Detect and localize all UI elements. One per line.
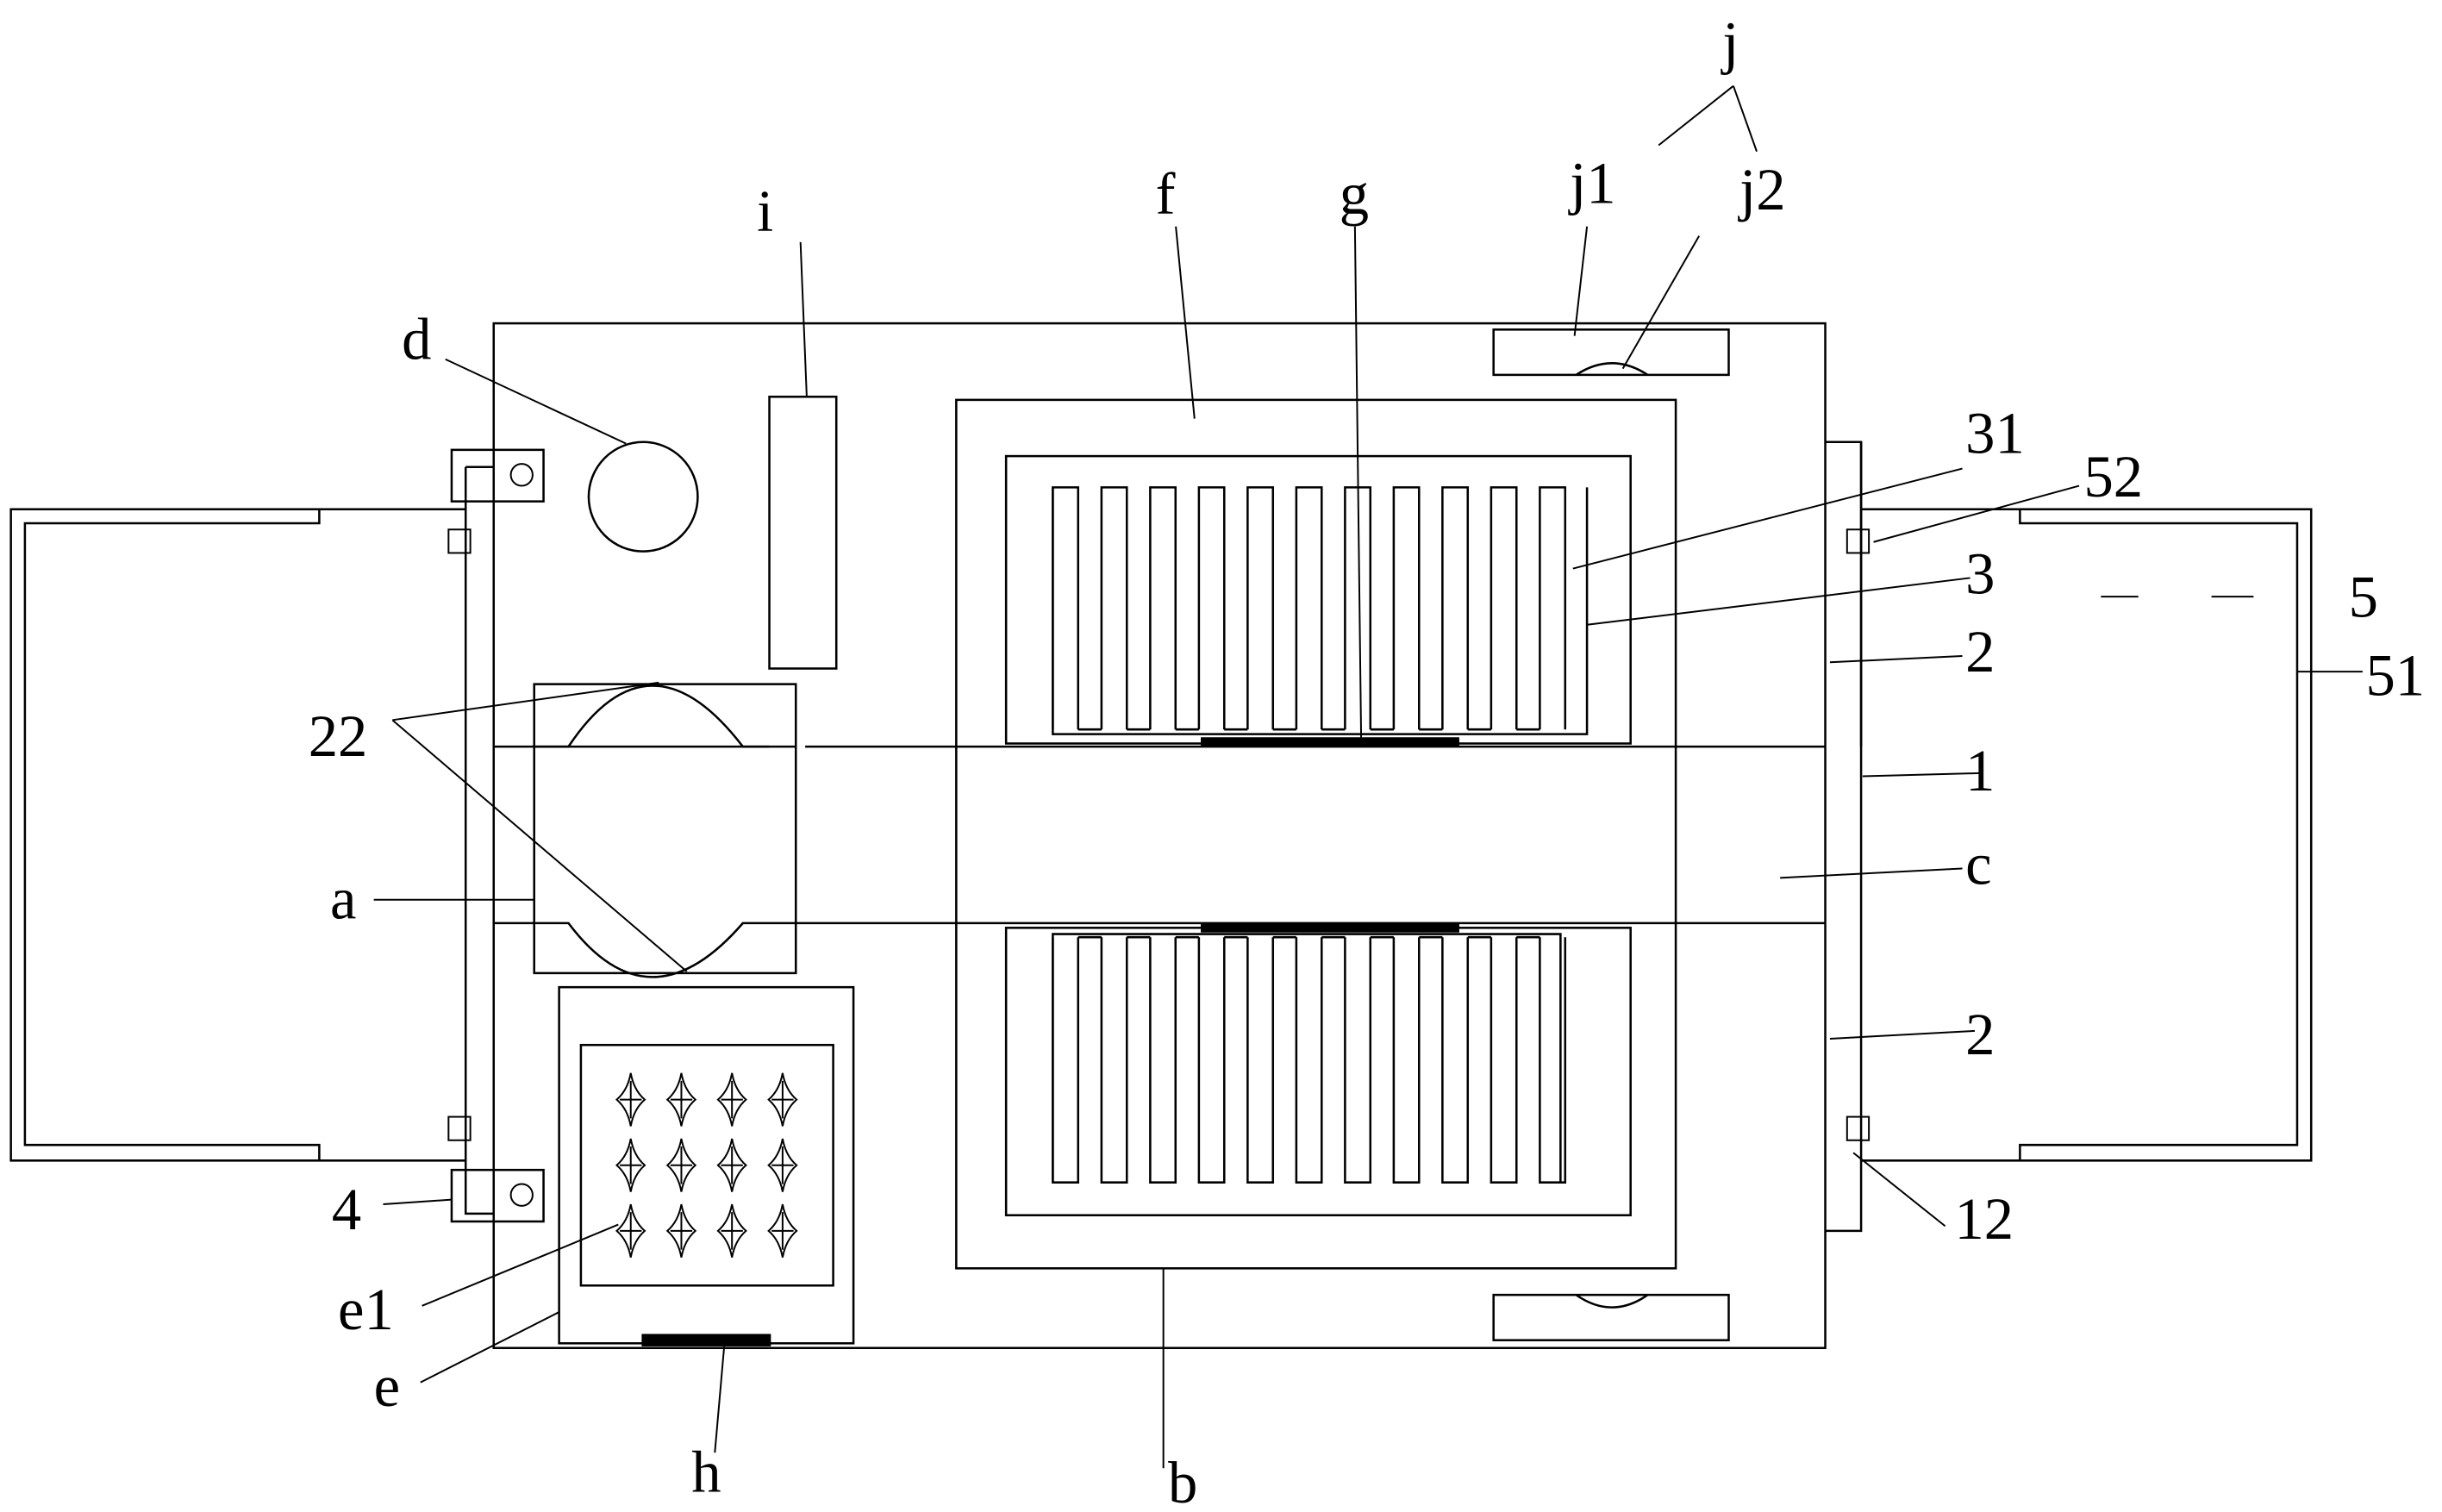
label-e1: e1 xyxy=(338,1277,394,1342)
pad-h xyxy=(641,1334,771,1346)
upper-fins-31 xyxy=(1052,486,1589,735)
right-side-panel-51 xyxy=(2019,509,2299,1161)
e1-star-icon xyxy=(665,1203,697,1258)
component-j2-bottom xyxy=(1575,1294,1649,1309)
fin-comb xyxy=(1052,486,1567,731)
label-2-upper: 2 xyxy=(1965,619,1995,684)
left-side-panel-inner xyxy=(23,509,321,1161)
label-b: b xyxy=(1168,1450,1197,1512)
label-h: h xyxy=(691,1439,721,1504)
label-g: g xyxy=(1340,161,1369,227)
heatsink-housing-f xyxy=(955,398,1677,1270)
e1-star-icon xyxy=(767,1138,798,1192)
e1-star-icon xyxy=(665,1138,697,1192)
hinge-4-top xyxy=(450,448,545,503)
thermal-pad-g-upper xyxy=(1201,737,1459,747)
component-j2-top xyxy=(1575,362,1649,376)
housing-1 xyxy=(492,322,1827,1350)
label-e: e xyxy=(374,1353,400,1419)
e1-star-icon xyxy=(615,1203,646,1258)
module-e xyxy=(558,985,855,1345)
component-j1-bottom xyxy=(1492,1293,1730,1341)
label-4: 4 xyxy=(332,1177,361,1242)
label-31: 31 xyxy=(1965,400,2025,465)
latch-12 xyxy=(1846,1115,1871,1141)
label-i: i xyxy=(757,178,773,244)
label-5: 5 xyxy=(2349,565,2378,630)
label-1: 1 xyxy=(1965,738,1995,803)
latch-left-top xyxy=(447,528,472,554)
left-rail xyxy=(464,465,494,1215)
e1-star-grid xyxy=(615,1072,798,1258)
label-22: 22 xyxy=(309,703,368,769)
component-j1-top xyxy=(1492,328,1730,377)
label-j2: j2 xyxy=(1738,157,1785,222)
e1-star-icon xyxy=(615,1072,646,1127)
lower-fin-plate xyxy=(1004,927,1632,1216)
leader-lines xyxy=(373,84,2363,1469)
latch-left-bottom xyxy=(447,1115,472,1141)
label-j1: j1 xyxy=(1568,150,1615,216)
label-a: a xyxy=(330,865,356,931)
label-12: 12 xyxy=(1954,1186,2014,1252)
right-rail-1 xyxy=(1825,441,1863,1233)
hinge-4-bottom xyxy=(450,1168,545,1223)
fin-base xyxy=(1052,487,1589,735)
e1-star-icon xyxy=(615,1138,646,1192)
label-c: c xyxy=(1965,831,1991,897)
hinge-4-top-hole xyxy=(509,463,534,487)
e1-star-icon xyxy=(716,1203,747,1258)
label-3: 3 xyxy=(1965,540,1995,606)
e1-star-icon xyxy=(767,1203,798,1258)
label-d: d xyxy=(402,307,431,372)
thermal-pad-g-lower xyxy=(1201,922,1459,933)
hinge-4-bottom-hole xyxy=(509,1183,534,1207)
label-51: 51 xyxy=(2365,642,2425,708)
label-f: f xyxy=(1156,161,1176,227)
label-2-lower: 2 xyxy=(1965,1002,1995,1067)
module-a xyxy=(533,683,797,975)
e1-star-icon xyxy=(716,1072,747,1127)
module-e-inner xyxy=(579,1043,834,1287)
e1-star-icon xyxy=(716,1138,747,1192)
upper-fin-plate-3 xyxy=(1004,454,1632,745)
label-52: 52 xyxy=(2083,444,2143,509)
label-j: j xyxy=(1721,9,1739,75)
component-i xyxy=(768,395,838,670)
e1-star-icon xyxy=(767,1072,798,1127)
fin-comb xyxy=(1052,935,1567,1184)
fin-base xyxy=(1052,933,1562,1183)
left-side-panel xyxy=(9,508,466,1162)
lower-fins xyxy=(1052,933,1567,1184)
circle-22-upper-arc xyxy=(534,684,796,748)
fan-d xyxy=(587,440,699,553)
e1-star-icon xyxy=(665,1072,697,1127)
latch-52 xyxy=(1846,528,1871,554)
right-side-panel-5 xyxy=(1861,508,2313,1162)
circle-22-lower-arc xyxy=(534,922,796,978)
